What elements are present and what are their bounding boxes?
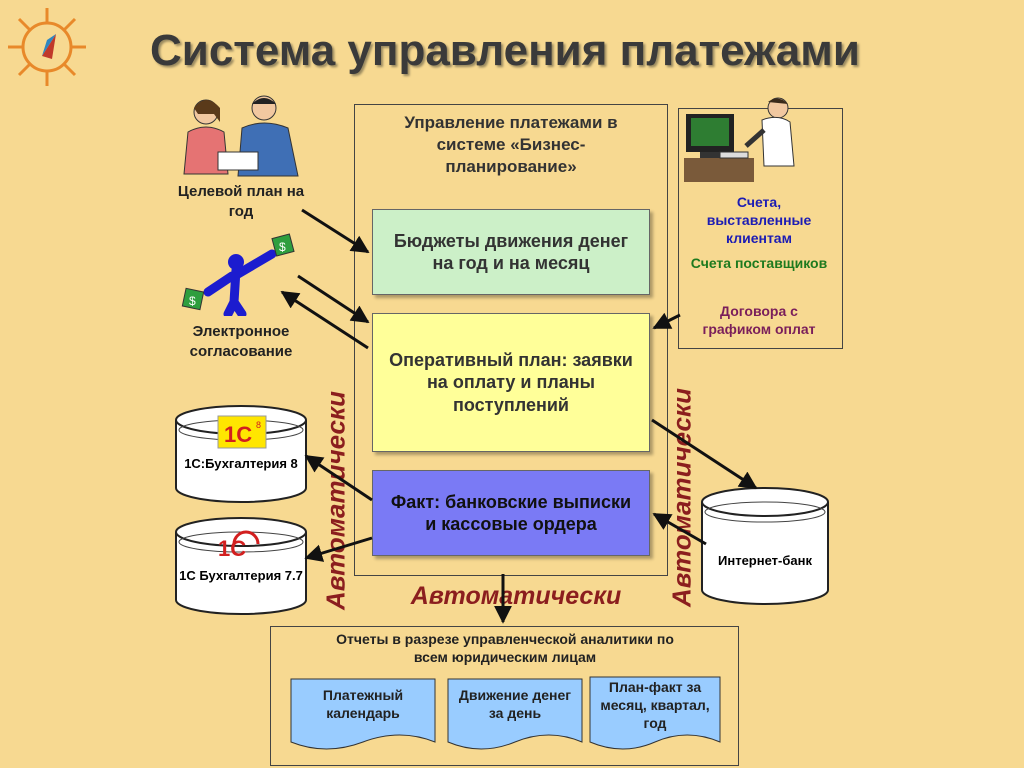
- database-1c8-icon: 1С 8: [174, 404, 308, 504]
- database-1c77-icon: 1С: [174, 516, 308, 616]
- approval-label: Электронное согласование: [189, 323, 293, 360]
- arrow-approval-to-oper: [297, 274, 370, 324]
- report-doc-calendar: [290, 678, 436, 758]
- budgets-box: Бюджеты движения денег на год и на месяц: [372, 209, 650, 295]
- svg-text:1С: 1С: [224, 422, 252, 447]
- report-daily-label: Движение денег за день: [458, 687, 572, 722]
- arrow-bank-to-fact: [652, 512, 707, 546]
- auto-bottom-label: Автоматически: [410, 582, 622, 610]
- report-calendar-label: Платежный календарь: [322, 687, 404, 722]
- business-meeting-icon: [178, 92, 304, 180]
- internet-bank-db-icon: [700, 486, 830, 606]
- arrow-oper-to-bank: [651, 418, 758, 490]
- arrow-plan-to-budget: [301, 208, 370, 254]
- svg-text:$: $: [189, 294, 196, 308]
- db-1c8-label: 1С:Бухгалтерия 8: [184, 456, 298, 471]
- svg-text:$: $: [279, 240, 286, 254]
- arrow-fact-to-1c77: [304, 536, 373, 562]
- page-title: Система управления платежами: [150, 26, 860, 75]
- contracts-label: Договора с графиком оплат: [702, 303, 816, 338]
- approval-figure-icon: $ $: [176, 232, 300, 319]
- target-plan-label: Целевой план на год: [177, 183, 305, 220]
- compass-logo-icon: [4, 4, 90, 90]
- report-planfact-label: План-факт за месяц, квартал, год: [600, 679, 710, 732]
- supplier-invoices-label: Счета поставщиков: [690, 255, 828, 271]
- fact-box: Факт: банковские выписки и кассовые орде…: [372, 470, 650, 556]
- svg-text:1С: 1С: [218, 536, 246, 561]
- db-1c77-label: 1С Бухгалтерия 7.7: [179, 568, 303, 583]
- arrow-oper-to-approval: [280, 290, 369, 350]
- center-heading: Управление платежами в системе «Бизнес-п…: [404, 113, 618, 177]
- arrow-fact-to-1c8: [304, 454, 373, 502]
- invoices-clients-label: Счета, выставленные клиентам: [706, 194, 812, 247]
- report-doc-planfact: [589, 676, 721, 758]
- arrow-docs-to-oper: [652, 312, 681, 330]
- operator-computer-icon: [684, 96, 804, 182]
- svg-text:8: 8: [256, 420, 261, 430]
- reports-heading: Отчеты в разрезе управленческой аналитик…: [336, 631, 674, 666]
- internet-bank-label: Интернет-банк: [718, 553, 812, 568]
- operational-plan-box: Оперативный план: заявки на оплату и пла…: [372, 313, 650, 452]
- report-doc-daily: [447, 678, 583, 758]
